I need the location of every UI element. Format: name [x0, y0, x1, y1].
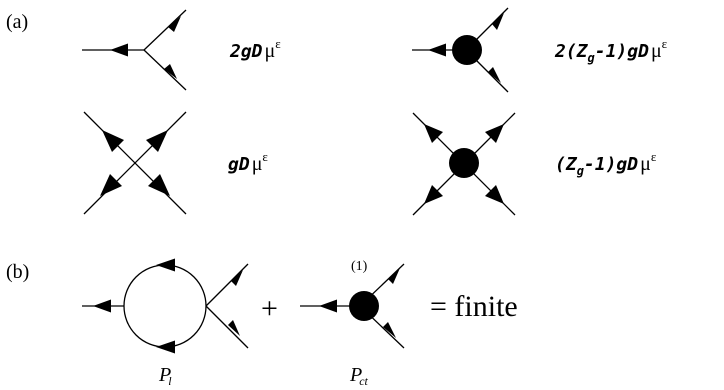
cubic-counterterm-vertex	[412, 7, 509, 93]
vertex-incoming-line-top	[143, 9, 187, 51]
loop-arrow-bottom	[156, 340, 175, 354]
quartic-vertex	[83, 111, 187, 215]
counterterm-diagram	[300, 263, 405, 349]
arrow-incoming	[492, 13, 504, 30]
arrow-incoming	[168, 16, 181, 32]
panel-b-label: (b)	[6, 261, 29, 283]
arrow-left	[428, 43, 446, 57]
arrow-outgoing	[424, 185, 443, 204]
loop-arrow-top	[156, 258, 175, 272]
arrow-incoming	[383, 322, 396, 338]
arrow-incoming	[146, 130, 168, 152]
vertex-incoming-line-bottom	[143, 49, 187, 91]
arrow-incoming	[148, 174, 170, 196]
equals-finite: = finite	[430, 290, 518, 323]
arrow-incoming	[164, 64, 177, 79]
arrow-incoming	[388, 268, 400, 284]
external-incoming-line-top	[205, 263, 249, 307]
arrow-incoming	[485, 185, 504, 204]
counterterm-blob	[449, 148, 479, 178]
arrow-outgoing	[102, 130, 124, 152]
cubic-vertex	[82, 9, 187, 91]
panel-a-label: (a)	[6, 11, 28, 33]
arrow-incoming	[228, 320, 240, 336]
counterterm-diagram-label: Pct	[349, 364, 369, 388]
loop-order-label: (1)	[351, 259, 368, 274]
vertex-line-diagonal	[83, 111, 187, 215]
loop-diagram-label: Pl	[158, 364, 172, 388]
arrow-outgoing	[424, 124, 443, 143]
external-incoming-line-bottom	[205, 305, 249, 349]
counterterm-blob	[452, 35, 482, 65]
quartic-counterterm-vertex	[412, 112, 516, 216]
arrow-left	[319, 299, 337, 313]
arrow-incoming	[231, 270, 243, 286]
arrow-incoming	[485, 124, 504, 143]
plus-sign: +	[261, 292, 278, 325]
loop-circle	[123, 264, 207, 348]
arrow-incoming	[488, 67, 501, 83]
arrow-left	[93, 299, 111, 313]
counterterm-blob	[349, 291, 379, 321]
one-loop-diagram	[82, 258, 249, 354]
arrow-outgoing	[100, 174, 122, 196]
arrow-left	[110, 43, 128, 57]
